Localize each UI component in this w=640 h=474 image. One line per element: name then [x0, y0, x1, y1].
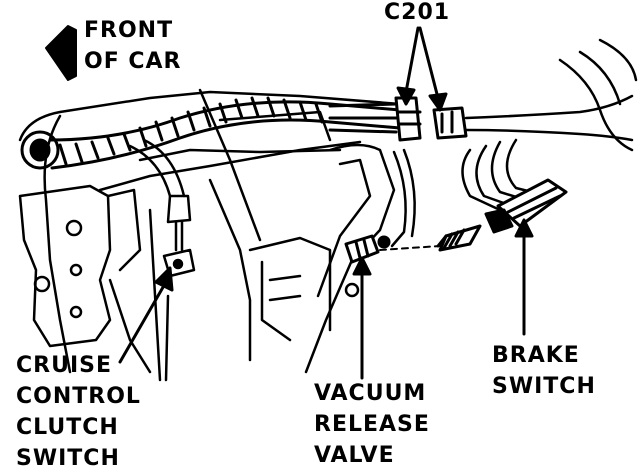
cruise-line-3: CLUTCH [16, 415, 119, 440]
brake-switch-line-2: SWITCH [492, 374, 596, 399]
cruise-line-2: CONTROL [16, 384, 141, 409]
vacuum-line-1: VACUUM [314, 381, 427, 406]
c201-connector [328, 96, 468, 142]
brake-switch-line-1: BRAKE [492, 343, 580, 368]
right-wiring-harness [461, 38, 638, 212]
left-mounting-bracket [18, 184, 142, 348]
vacuum-valve-pointer-arrow [352, 256, 372, 380]
cruise-control-clutch-switch-label: CRUISE CONTROL CLUTCH SWITCH [16, 350, 141, 474]
cruise-line-4: SWITCH [16, 446, 120, 471]
front-of-car-label: FRONT OF CAR [84, 15, 182, 77]
vacuum-release-valve-label: VACUUM RELEASE VALVE [314, 378, 430, 471]
brake-switch-pointer-arrow [514, 218, 534, 336]
vacuum-line-2: RELEASE [314, 412, 430, 437]
front-direction-arrow-icon [45, 25, 77, 81]
front-of-car-line-1: FRONT [84, 18, 174, 43]
main-wiring-harness [48, 96, 402, 170]
brake-switch-body [436, 178, 568, 252]
vacuum-line-3: VALVE [314, 443, 395, 468]
wiring-grommet [20, 130, 60, 170]
clutch-switch-pointer-arrow [118, 266, 174, 364]
lower-pedal-bracket [108, 208, 360, 382]
c201-pointer-arrows [396, 26, 448, 112]
clutch-switch-harness-branch [128, 138, 196, 278]
vacuum-release-valve-body [344, 234, 441, 264]
cruise-line-1: CRUISE [16, 353, 113, 378]
front-of-car-line-2: OF CAR [84, 49, 182, 74]
brake-switch-label: BRAKE SWITCH [492, 340, 596, 402]
c201-label: C201 [384, 0, 451, 25]
